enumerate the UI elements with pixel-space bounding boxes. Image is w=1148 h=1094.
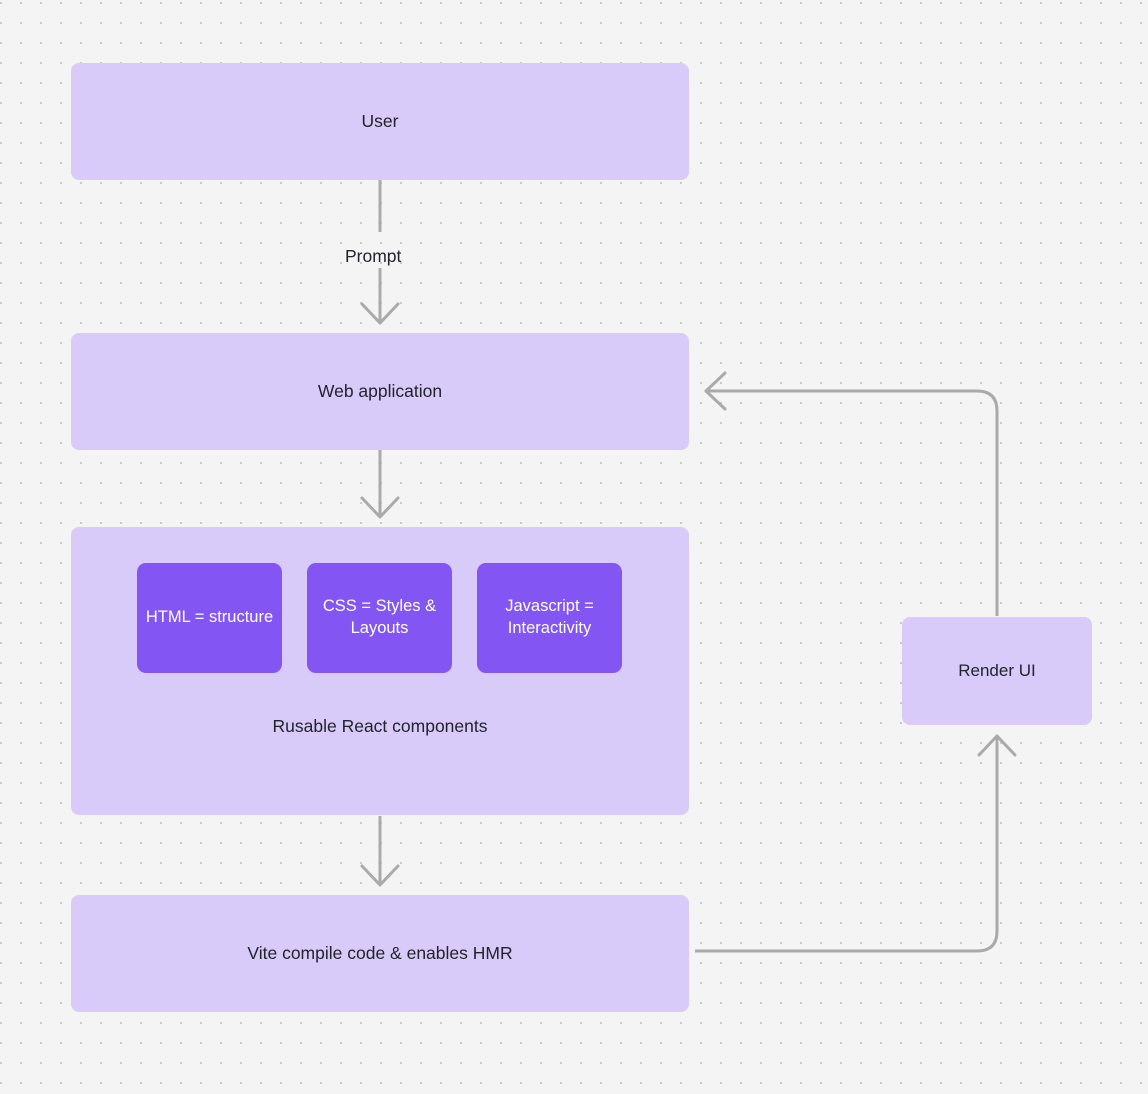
node-javascript-label: Javascript = Interactivity [505, 597, 594, 637]
arrowhead-into-render [977, 734, 1017, 757]
node-render-ui[interactable]: Render UI [902, 617, 1092, 725]
edge-vite-to-render [695, 737, 999, 953]
node-javascript[interactable]: Javascript = Interactivity [477, 563, 622, 673]
arrowhead-into-components [360, 496, 400, 519]
arrowhead-into-webapp [360, 302, 400, 325]
arrowhead-into-vite [360, 864, 400, 887]
node-user-label: User [361, 110, 399, 131]
node-web-application-label: Web application [317, 380, 443, 401]
node-react-components-caption: Rusable React components [272, 716, 488, 736]
node-vite[interactable]: Vite compile code & enables HMR [71, 895, 689, 1012]
edge-label-prompt: Prompt [345, 246, 402, 266]
node-html[interactable]: HTML = structure [137, 563, 282, 673]
node-web-application[interactable]: Web application [71, 333, 689, 450]
node-css-label: CSS = Styles & Layouts [322, 597, 437, 637]
node-vite-label: Vite compile code & enables HMR [247, 942, 513, 963]
node-html-label: HTML = structure [145, 608, 274, 627]
node-user[interactable]: User [71, 63, 689, 180]
arrowhead-into-webapp-from-render [704, 371, 727, 411]
node-render-ui-label: Render UI [958, 660, 1036, 680]
edge-render-to-webapp [707, 389, 999, 616]
node-css[interactable]: CSS = Styles & Layouts [307, 563, 452, 673]
